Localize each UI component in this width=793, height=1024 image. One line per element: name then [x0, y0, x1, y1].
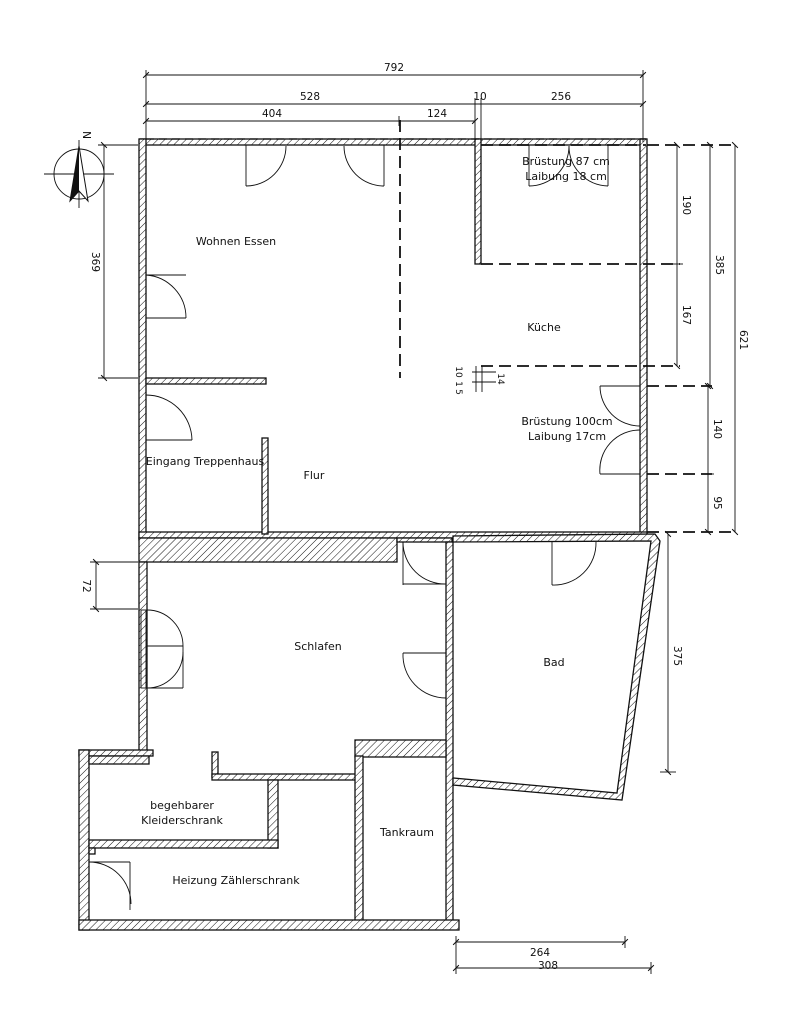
note-window-right-1: Brüstung 100cm: [521, 415, 612, 428]
dim-small-5: 5: [453, 389, 463, 395]
dim-256: 256: [551, 91, 571, 103]
room-wohnen-essen: Wohnen Essen: [196, 235, 276, 248]
north-arrow-icon: N: [44, 131, 114, 208]
room-heizung: Heizung Zählerschrank: [172, 874, 300, 887]
dim-528: 528: [300, 91, 320, 103]
room-eingang: Eingang Treppenhaus: [146, 455, 265, 468]
window-schlafen-left: [140, 609, 184, 689]
door-top-right: [343, 145, 385, 187]
dim-404: 404: [262, 108, 282, 120]
room-kleiderschrank-line1: begehbarer: [150, 799, 214, 812]
door-schlafen-top: [402, 541, 447, 585]
window-right: [599, 385, 641, 475]
door-top-left: [245, 145, 287, 187]
room-schlafen: Schlafen: [294, 640, 341, 653]
doors: [88, 145, 641, 910]
door-wohnen-left: [145, 274, 187, 319]
dim-72: 72: [80, 579, 92, 592]
dim-140: 140: [711, 419, 723, 439]
room-bad: Bad: [543, 656, 564, 669]
dim-264: 264: [530, 947, 550, 959]
dim-792: 792: [384, 62, 404, 74]
dim-10: 10: [473, 91, 486, 103]
dim-369: 369: [89, 252, 101, 272]
dim-small-1: 1: [453, 381, 463, 387]
dashed-lines: [146, 120, 735, 533]
dim-small-10: 10: [453, 366, 463, 378]
dim-190: 190: [680, 195, 692, 215]
dim-621: 621: [737, 330, 749, 350]
room-kueche: Küche: [527, 321, 561, 334]
dim-385: 385: [713, 255, 725, 275]
dim-167: 167: [680, 305, 692, 325]
dim-14: 14: [495, 373, 505, 385]
door-schlafen-right: [402, 652, 447, 699]
room-flur: Flur: [304, 469, 325, 482]
room-kleiderschrank-line2: Kleiderschrank: [141, 814, 223, 827]
note-window-top-1: Brüstung 87 cm: [522, 155, 610, 168]
door-eingang: [145, 394, 193, 441]
room-labels: Wohnen Essen Küche Eingang Treppenhaus F…: [141, 155, 613, 887]
north-label: N: [80, 131, 92, 139]
dim-375: 375: [671, 646, 683, 666]
walls: [78, 138, 661, 931]
note-window-right-2: Laibung 17cm: [528, 430, 606, 443]
dimension-lines: [90, 70, 739, 974]
note-window-top-2: Laibung 18 cm: [525, 170, 607, 183]
dim-95: 95: [711, 496, 723, 509]
window-top: [528, 145, 609, 187]
door-bad: [551, 541, 597, 586]
dimension-labels: 792 528 10 256 404 124 369 190 167 385 6…: [80, 62, 749, 972]
dim-124: 124: [427, 108, 447, 120]
room-tankraum: Tankraum: [379, 826, 434, 839]
dim-308: 308: [538, 960, 558, 972]
door-heizung: [88, 861, 132, 910]
